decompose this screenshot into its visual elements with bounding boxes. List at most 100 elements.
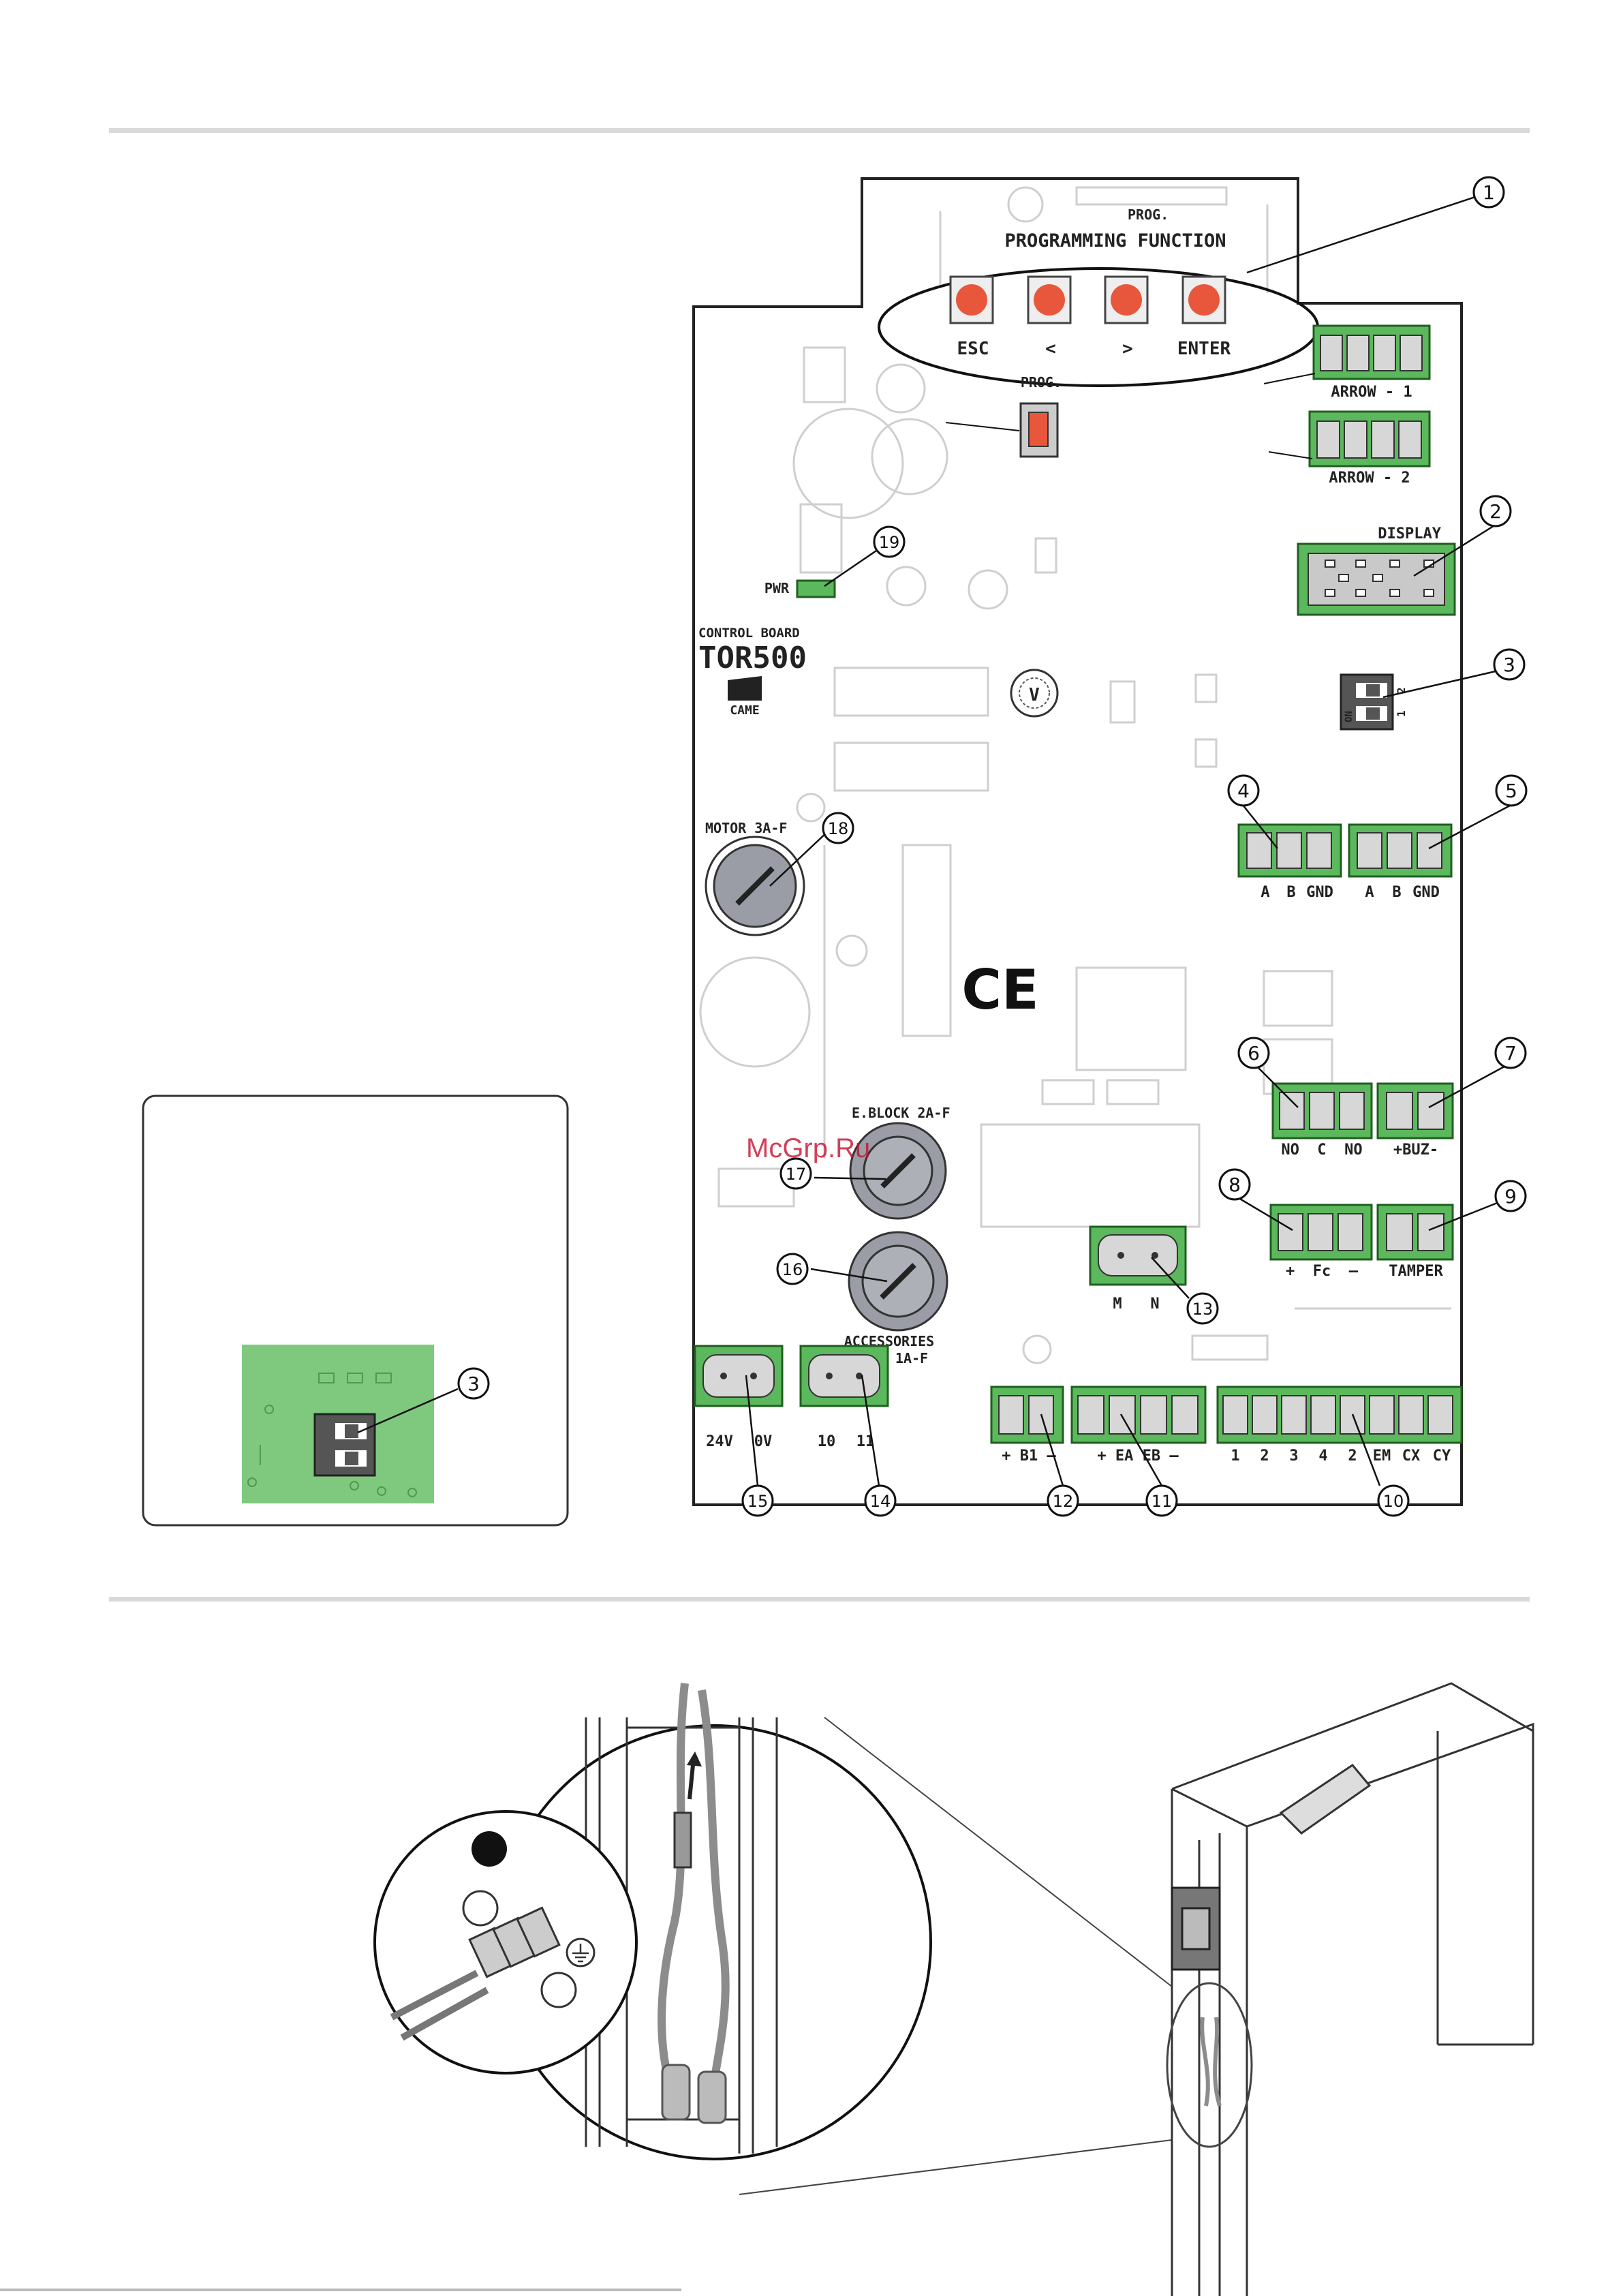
callout-6: 6 <box>1237 1037 1270 1069</box>
accessories-fuse-rating: 1A-F <box>895 1350 928 1366</box>
cable-ferrites <box>661 2064 727 2124</box>
button-esc-label: ESC <box>957 339 989 359</box>
t5-a: A <box>1365 884 1374 901</box>
callout-3-label: 3 <box>1503 654 1515 676</box>
bottom-divider <box>0 2289 681 2291</box>
dip-num-1: 1 <box>1395 710 1408 717</box>
t15-0v: 0V <box>754 1433 773 1450</box>
t14-10: 10 <box>818 1433 836 1450</box>
callout-13-label: 13 <box>1192 1300 1214 1319</box>
button-esc-cap[interactable] <box>956 284 987 316</box>
dip-switch[interactable] <box>1340 673 1394 731</box>
eblock-fuse[interactable] <box>849 1122 947 1220</box>
terminal-4 <box>1237 823 1342 878</box>
board-brand-line: CONTROL BOARD <box>698 626 800 641</box>
pwr-label: PWR <box>764 580 790 596</box>
terminal-5 <box>1348 823 1453 878</box>
callout-14: 14 <box>864 1484 897 1517</box>
callout-1-label: 1 <box>1483 181 1495 204</box>
motor-fuse[interactable] <box>705 836 805 936</box>
callout-11-label: 11 <box>1151 1492 1173 1511</box>
callout-8: 8 <box>1218 1168 1251 1201</box>
button-left-cap[interactable] <box>1034 284 1065 316</box>
callout-16-label: 16 <box>782 1260 803 1279</box>
terminal-10 <box>1216 1386 1463 1444</box>
middle-divider <box>109 1597 1530 1602</box>
t10-labels: 1 2 3 4 2 EM CX CY <box>1231 1448 1451 1465</box>
callout-18-label: 18 <box>828 819 849 838</box>
watermark: McGrp.Ru <box>746 1133 870 1163</box>
control-board: PROG. PROGRAMMING FUNCTION ESC < > ENTER… <box>692 177 1463 1506</box>
terminal-13 <box>1089 1225 1187 1286</box>
callout-15-label: 15 <box>747 1492 769 1511</box>
prog-jumper-label: PROG. <box>1021 374 1062 391</box>
button-right-label: > <box>1122 339 1133 359</box>
button-left[interactable] <box>1027 275 1072 324</box>
callout-18: 18 <box>822 812 854 844</box>
terminal-11 <box>1070 1386 1207 1444</box>
callout-12-label: 12 <box>1053 1492 1074 1511</box>
callout-4-label: 4 <box>1237 780 1250 802</box>
callout-19: 19 <box>873 525 906 558</box>
callout-10-label: 10 <box>1383 1492 1404 1511</box>
t4-gnd: GND <box>1306 884 1333 901</box>
callout-leaders <box>745 195 1513 1486</box>
callout-9: 9 <box>1494 1180 1527 1212</box>
callout-4: 4 <box>1227 774 1260 807</box>
v-dial[interactable] <box>1010 669 1059 718</box>
callout-5: 5 <box>1495 774 1528 807</box>
dip-num-2: 2 <box>1395 687 1408 694</box>
motor-fuse-label: MOTOR 3A-F <box>705 820 787 836</box>
t10-cy: CY <box>1433 1448 1451 1465</box>
t12-label: + B1 – <box>1002 1448 1056 1465</box>
callout-6-label: 6 <box>1248 1042 1260 1065</box>
callout-8-label: 8 <box>1228 1174 1241 1196</box>
button-right-cap[interactable] <box>1111 284 1142 316</box>
t6-label: NO C NO <box>1281 1142 1362 1159</box>
terminal-arrow-1 <box>1312 324 1431 380</box>
t10-1: 1 <box>1231 1448 1239 1465</box>
terminal-15 <box>694 1345 784 1407</box>
board-model: TOR500 <box>698 641 807 675</box>
arrow-2-label: ARROW - 2 <box>1329 470 1410 487</box>
callout-15: 15 <box>741 1484 774 1517</box>
t10-em: EM <box>1373 1448 1391 1465</box>
terminal-8 <box>1269 1204 1373 1261</box>
callout-17: 17 <box>779 1157 812 1190</box>
t8-label: + Fc – <box>1286 1263 1359 1280</box>
callout-11: 11 <box>1145 1484 1178 1517</box>
callout-9-label: 9 <box>1504 1185 1517 1208</box>
t9-label: TAMPER <box>1389 1263 1443 1280</box>
callout-19-label: 19 <box>879 533 900 552</box>
came-logo-icon <box>728 676 762 701</box>
inset-callout-3: 3 <box>457 1367 490 1400</box>
arrow-1-label: ARROW - 1 <box>1331 384 1412 401</box>
ground-icon <box>566 1938 596 1968</box>
step-badge-label: 1 <box>481 1837 497 1864</box>
button-enter[interactable] <box>1181 275 1226 324</box>
callout-7: 7 <box>1494 1037 1527 1069</box>
t5-b: B <box>1392 884 1401 901</box>
callout-2: 2 <box>1479 495 1512 527</box>
t15-24v: 24V <box>706 1433 733 1450</box>
display-connector <box>1297 542 1456 616</box>
callout-12: 12 <box>1047 1484 1079 1517</box>
t11-label: + EA EB – <box>1097 1448 1179 1465</box>
button-right[interactable] <box>1104 275 1149 324</box>
accessories-fuse[interactable] <box>848 1231 948 1332</box>
callout-markers: 1 2 3 4 5 6 7 8 9 10 11 12 13 14 15 16 1… <box>741 176 1528 1517</box>
button-enter-label: ENTER <box>1177 339 1231 359</box>
button-enter-cap[interactable] <box>1188 284 1220 316</box>
callout-10: 10 <box>1377 1484 1410 1517</box>
ce-mark: CE <box>961 958 1038 1022</box>
gate-structure <box>1171 1682 1534 2296</box>
callout-16: 16 <box>776 1253 809 1285</box>
button-esc[interactable] <box>949 275 994 324</box>
t13-m: M <box>1113 1296 1122 1313</box>
button-left-label: < <box>1045 339 1056 359</box>
callout-17-label: 17 <box>786 1165 807 1184</box>
t10-2b: 2 <box>1348 1448 1357 1465</box>
callout-7-label: 7 <box>1504 1042 1517 1065</box>
inset-panel: 3 <box>142 1095 569 1527</box>
t10-cx: CX <box>1402 1448 1421 1465</box>
